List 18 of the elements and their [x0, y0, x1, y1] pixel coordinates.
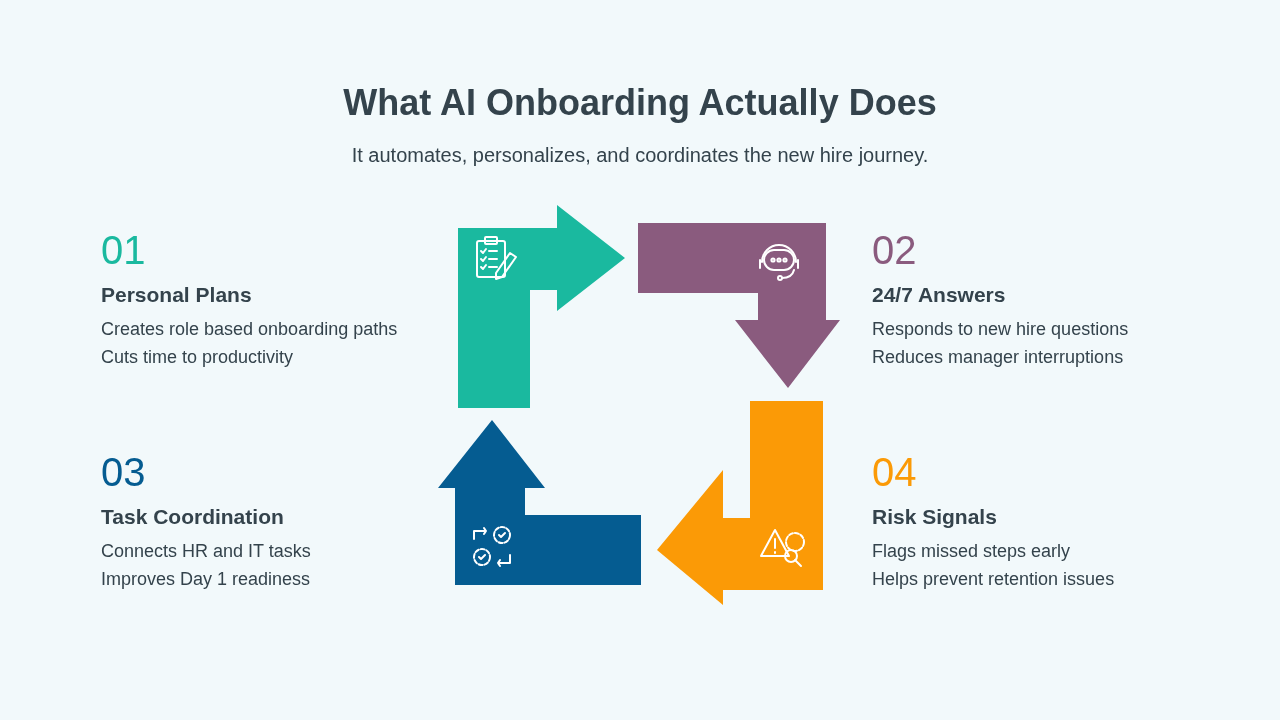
step-heading: Personal Plans: [101, 283, 252, 307]
step-description: Creates role based onboarding paths: [101, 319, 398, 340]
step-number: 03: [101, 450, 146, 495]
title: What AI Onboarding Actually Does: [342, 82, 938, 124]
step-description: Connects HR and IT tasks: [101, 541, 311, 562]
step-description: Responds to new hire questions: [872, 319, 1129, 340]
step-description: Reduces manager interruptions: [872, 347, 1124, 368]
step-heading: 24/7 Answers: [872, 283, 1006, 307]
step-description: Flags missed steps early: [872, 541, 1071, 562]
step-description: Improves Day 1 readiness: [101, 569, 311, 590]
step-description: Cuts time to productivity: [101, 347, 294, 368]
step-number: 04: [872, 450, 917, 495]
step-number: 01: [101, 228, 146, 273]
step-heading: Risk Signals: [872, 505, 997, 529]
subtitle: It automates, personalizes, and coordinates the new hire journey.: [350, 144, 930, 167]
step-description: Helps prevent retention issues: [872, 569, 1115, 590]
step-number: 02: [872, 228, 917, 273]
step-heading: Task Coordination: [101, 505, 284, 529]
